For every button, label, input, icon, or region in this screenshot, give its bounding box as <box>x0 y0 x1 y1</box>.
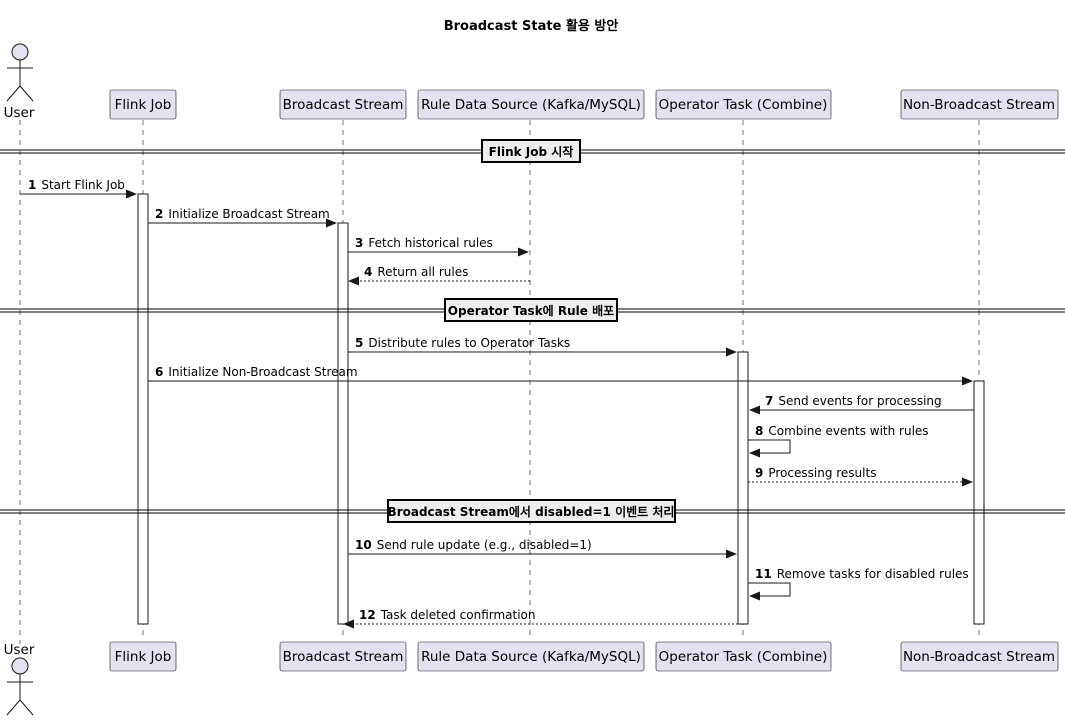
participant-non-broadcast-stream-bottom[interactable]: Non-Broadcast Stream <box>900 641 1059 672</box>
participant-box <box>655 89 832 120</box>
participant-flink-job-top[interactable]: Flink Job <box>109 89 177 120</box>
divider-box <box>387 499 676 523</box>
arrow-head-icon <box>749 405 760 415</box>
arrow-head-icon <box>962 477 973 487</box>
activation-non-broadcast-stream <box>973 380 985 625</box>
actor-user-top[interactable]: User <box>4 43 35 121</box>
participant-label: Operator Task (Combine) <box>659 649 828 665</box>
divider-label: Broadcast Stream에서 disabled=1 이벤트 처리 <box>388 504 675 519</box>
arrow-head-icon <box>326 218 337 228</box>
message-arrow-line <box>748 582 791 597</box>
participant-rule-data-source-top[interactable]: Rule Data Source (Kafka/MySQL) <box>417 89 645 120</box>
message-arrow-line <box>748 439 791 454</box>
arrow-head-icon <box>749 448 760 458</box>
divider-disabled-event-handling: Broadcast Stream에서 disabled=1 이벤트 처리 <box>0 499 1065 523</box>
arrow-head-icon <box>962 376 973 386</box>
actor-user-label: User <box>4 105 35 121</box>
actor-user-bottom[interactable]: User <box>4 642 35 716</box>
participant-box <box>279 89 407 120</box>
participant-box <box>279 641 407 672</box>
divider-label: Operator Task에 Rule 배포 <box>448 303 614 318</box>
participant-operator-task-bottom[interactable]: Operator Task (Combine) <box>655 641 832 672</box>
arrow-head-icon <box>726 549 737 559</box>
activation-broadcast-stream <box>337 222 349 625</box>
divider-box <box>444 298 618 322</box>
activation-bars <box>137 193 985 625</box>
diagram-title: Broadcast State 활용 방안 <box>444 18 619 34</box>
divider-operator-task-rule-deploy: Operator Task에 Rule 배포 <box>0 298 1065 322</box>
participant-label: Broadcast Stream <box>283 97 404 113</box>
participant-label: Rule Data Source (Kafka/MySQL) <box>421 649 641 665</box>
participants-bottom: User Flink Job Broadcast Stream Rule Dat… <box>4 641 1059 716</box>
arrow-head-icon <box>343 619 354 629</box>
participant-label: Non-Broadcast Stream <box>903 649 1055 665</box>
participant-box <box>417 641 645 672</box>
actor-head-icon <box>11 43 29 61</box>
participant-box <box>900 641 1059 672</box>
actor-left-leg <box>6 85 21 102</box>
actor-left-leg <box>6 699 21 716</box>
arrow-head-icon <box>749 591 760 601</box>
activation-flink-job <box>137 193 149 625</box>
participant-label: Non-Broadcast Stream <box>903 97 1055 113</box>
activation-operator-task <box>737 351 749 625</box>
actor-right-leg <box>19 699 34 716</box>
participant-label: Operator Task (Combine) <box>659 97 828 113</box>
participant-broadcast-stream-bottom[interactable]: Broadcast Stream <box>279 641 407 672</box>
participant-box <box>900 89 1059 120</box>
participant-label: Flink Job <box>115 97 172 113</box>
participant-operator-task-top[interactable]: Operator Task (Combine) <box>655 89 832 120</box>
arrow-head-icon <box>126 189 137 199</box>
participant-flink-job-bottom[interactable]: Flink Job <box>109 641 177 672</box>
divider-flink-job-start: Flink Job 시작 <box>0 139 1065 163</box>
participant-box <box>109 641 177 672</box>
participant-box <box>655 641 832 672</box>
participant-box <box>109 89 177 120</box>
participant-label: Flink Job <box>115 649 172 665</box>
participant-label: Broadcast Stream <box>283 649 404 665</box>
arrow-head-icon <box>348 276 359 286</box>
participants-top: User Flink Job Broadcast Stream Rule Dat… <box>4 43 1059 121</box>
participant-rule-data-source-bottom[interactable]: Rule Data Source (Kafka/MySQL) <box>417 641 645 672</box>
lifelines <box>19 120 980 644</box>
divider-box <box>481 139 581 163</box>
actor-head-icon <box>11 657 29 675</box>
actor-user-label: User <box>4 642 35 658</box>
participant-box <box>417 89 645 120</box>
actor-right-leg <box>19 85 34 102</box>
divider-label: Flink Job 시작 <box>489 144 574 159</box>
arrow-head-icon <box>518 247 529 257</box>
arrow-head-icon <box>726 347 737 357</box>
participant-non-broadcast-stream-top[interactable]: Non-Broadcast Stream <box>900 89 1059 120</box>
participant-broadcast-stream-top[interactable]: Broadcast Stream <box>279 89 407 120</box>
participant-label: Rule Data Source (Kafka/MySQL) <box>421 97 641 113</box>
